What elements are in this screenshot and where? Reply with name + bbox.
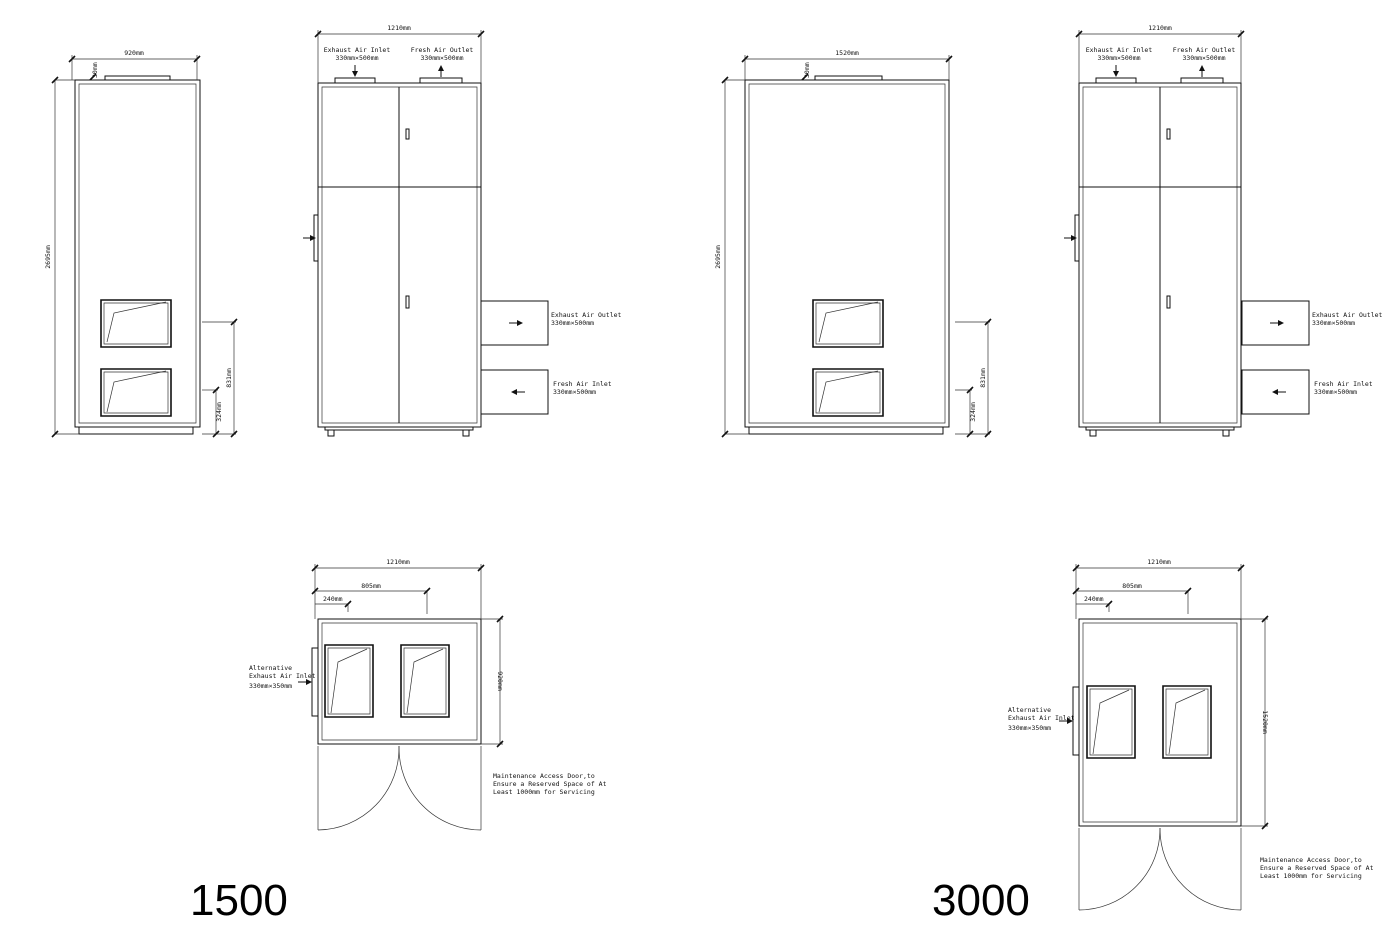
model-label-1500: 1500: [190, 876, 288, 925]
dim-label-240: 240mm: [323, 595, 343, 603]
top-view-3000: Alternative Exhaust Air Inlet 330mm×350m…: [1008, 558, 1374, 910]
model-label-3000: 3000: [932, 876, 1030, 925]
dim-label-1210-top-3000: 1210mm: [1147, 558, 1171, 566]
dim-label-1210-front: 1210mm: [387, 24, 411, 32]
top-outer-frame: [318, 619, 481, 744]
label-exhaust-outlet-size: 330mm×500mm: [551, 319, 594, 327]
alt-inlet-port: [312, 648, 318, 716]
dim-label-30-left: 30mm: [91, 62, 99, 78]
label-maint-line1: Maintenance Access Door,to: [493, 772, 595, 780]
side-inner-frame: [79, 84, 196, 423]
dim-label-240-3000: 240mm: [1084, 595, 1104, 603]
dim-label-1210-front-3000: 1210mm: [1148, 24, 1172, 32]
label-alternative: Alternative: [249, 664, 292, 672]
label-alt-exhaust-inlet: Exhaust Air Inlet: [249, 672, 316, 680]
label-fresh-air-outlet: Fresh Air Outlet: [411, 46, 474, 54]
fresh-inlet-duct: [481, 370, 548, 414]
maintenance-door-swing-3000: [1079, 828, 1241, 910]
exhaust-inlet-duct: [335, 78, 375, 83]
side-grille-lower-3000: [813, 369, 883, 416]
label-exhaust-air-outlet-3000: Exhaust Air Outlet: [1312, 311, 1383, 319]
top-outer-frame-3000: [1079, 619, 1241, 826]
label-alternative-3000: Alternative: [1008, 706, 1051, 714]
dim-label-324: 324mm: [215, 402, 223, 422]
label-maint-line2-3000: Ensure a Reserved Space of At: [1260, 864, 1374, 872]
maintenance-door-swing: [318, 746, 481, 830]
label-exhaust-air-outlet: Exhaust Air Outlet: [551, 311, 622, 319]
side-outer-frame: [75, 80, 200, 427]
label-exhaust-air-inlet: Exhaust Air Inlet: [324, 46, 391, 54]
front-foot-right: [463, 430, 469, 436]
label-alt-exhaust-inlet-3000: Exhaust Air Inlet: [1008, 714, 1075, 722]
side-view-1500: 920mm 30mm 2695mm 831mm 324mm: [44, 49, 237, 437]
front-view-1500: 1210mm Exhaust Air Inlet 330mm×500mm Fre…: [303, 24, 622, 436]
front-view-3000: 1210mm Exhaust Air Inlet 330mm×500mm Fre…: [1064, 24, 1383, 436]
fresh-outlet-duct: [420, 78, 462, 83]
label-fresh-outlet-size: 330mm×500mm: [420, 54, 463, 62]
exhaust-outlet-arrow: [517, 320, 523, 326]
dim-label-831: 831mm: [225, 368, 233, 388]
label-fresh-inlet-size-3000: 330mm×500mm: [1314, 388, 1357, 396]
dim-label-324-3000: 324mm: [969, 402, 977, 422]
exhaust-outlet-duct: [481, 301, 548, 345]
label-alt-size: 330mm×350mm: [249, 682, 292, 690]
top-grille-left-3000: [1087, 686, 1135, 758]
label-fresh-inlet-size: 330mm×500mm: [553, 388, 596, 396]
dim-label-2695: 2695mm: [44, 245, 52, 269]
alt-inlet-arrow: [306, 679, 312, 685]
top-view-1500: Alternative Exhaust Air Inlet 330mm×350m…: [249, 558, 607, 830]
side-outer-frame-3000: [745, 80, 949, 427]
top-grille-right-3000: [1163, 686, 1211, 758]
label-fresh-air-outlet-3000: Fresh Air Outlet: [1173, 46, 1236, 54]
dim-label-920-depth: 920mm: [496, 671, 504, 691]
label-exhaust-outlet-size-3000: 330mm×500mm: [1312, 319, 1355, 327]
dim-label-805-3000: 805mm: [1122, 582, 1142, 590]
side-grille-upper: [101, 300, 171, 347]
fresh-outlet-arrow: [438, 65, 444, 71]
dim-label-1520: 1520mm: [835, 49, 859, 57]
label-fresh-air-inlet-3000: Fresh Air Inlet: [1314, 380, 1373, 388]
side-top-duct: [105, 76, 170, 80]
side-grille-upper-3000: [813, 300, 883, 347]
front-foot-left: [328, 430, 334, 436]
dim-label-1520-depth: 1520mm: [1261, 710, 1269, 734]
dim-label-831-3000: 831mm: [979, 368, 987, 388]
label-maint-line3: Least 1000mm for Servicing: [493, 788, 595, 796]
top-grille-right: [401, 645, 449, 717]
label-exhaust-inlet-size: 330mm×500mm: [335, 54, 378, 62]
dim-label-805: 805mm: [361, 582, 381, 590]
top-grille-left: [325, 645, 373, 717]
label-maint-line3-3000: Least 1000mm for Servicing: [1260, 872, 1362, 880]
dim-label-1210-top: 1210mm: [386, 558, 410, 566]
door-handle-lower: [406, 296, 409, 308]
side-view-3000: 1520mm 30mm 2695mm 831mm 324mm: [714, 49, 991, 437]
exhaust-inlet-arrow: [352, 71, 358, 77]
fresh-inlet-arrow: [511, 389, 517, 395]
side-base: [79, 427, 193, 434]
label-maint-line2: Ensure a Reserved Space of At: [493, 780, 607, 788]
side-inlet-arrow: [310, 235, 316, 241]
label-exhaust-air-inlet-3000: Exhaust Air Inlet: [1086, 46, 1153, 54]
dim-label-2695-3000: 2695mm: [714, 245, 722, 269]
label-fresh-outlet-size-3000: 330mm×500mm: [1182, 54, 1225, 62]
label-fresh-air-inlet: Fresh Air Inlet: [553, 380, 612, 388]
label-alt-size-3000: 330mm×350mm: [1008, 724, 1051, 732]
label-maint-line1-3000: Maintenance Access Door,to: [1260, 856, 1362, 864]
side-grille-lower: [101, 369, 171, 416]
dim-label-920: 920mm: [124, 49, 144, 57]
side-top-duct-3000: [815, 76, 882, 80]
door-handle-upper: [406, 129, 409, 139]
dim-label-30-right: 30mm: [803, 62, 811, 78]
label-exhaust-inlet-size-3000: 330mm×500mm: [1097, 54, 1140, 62]
